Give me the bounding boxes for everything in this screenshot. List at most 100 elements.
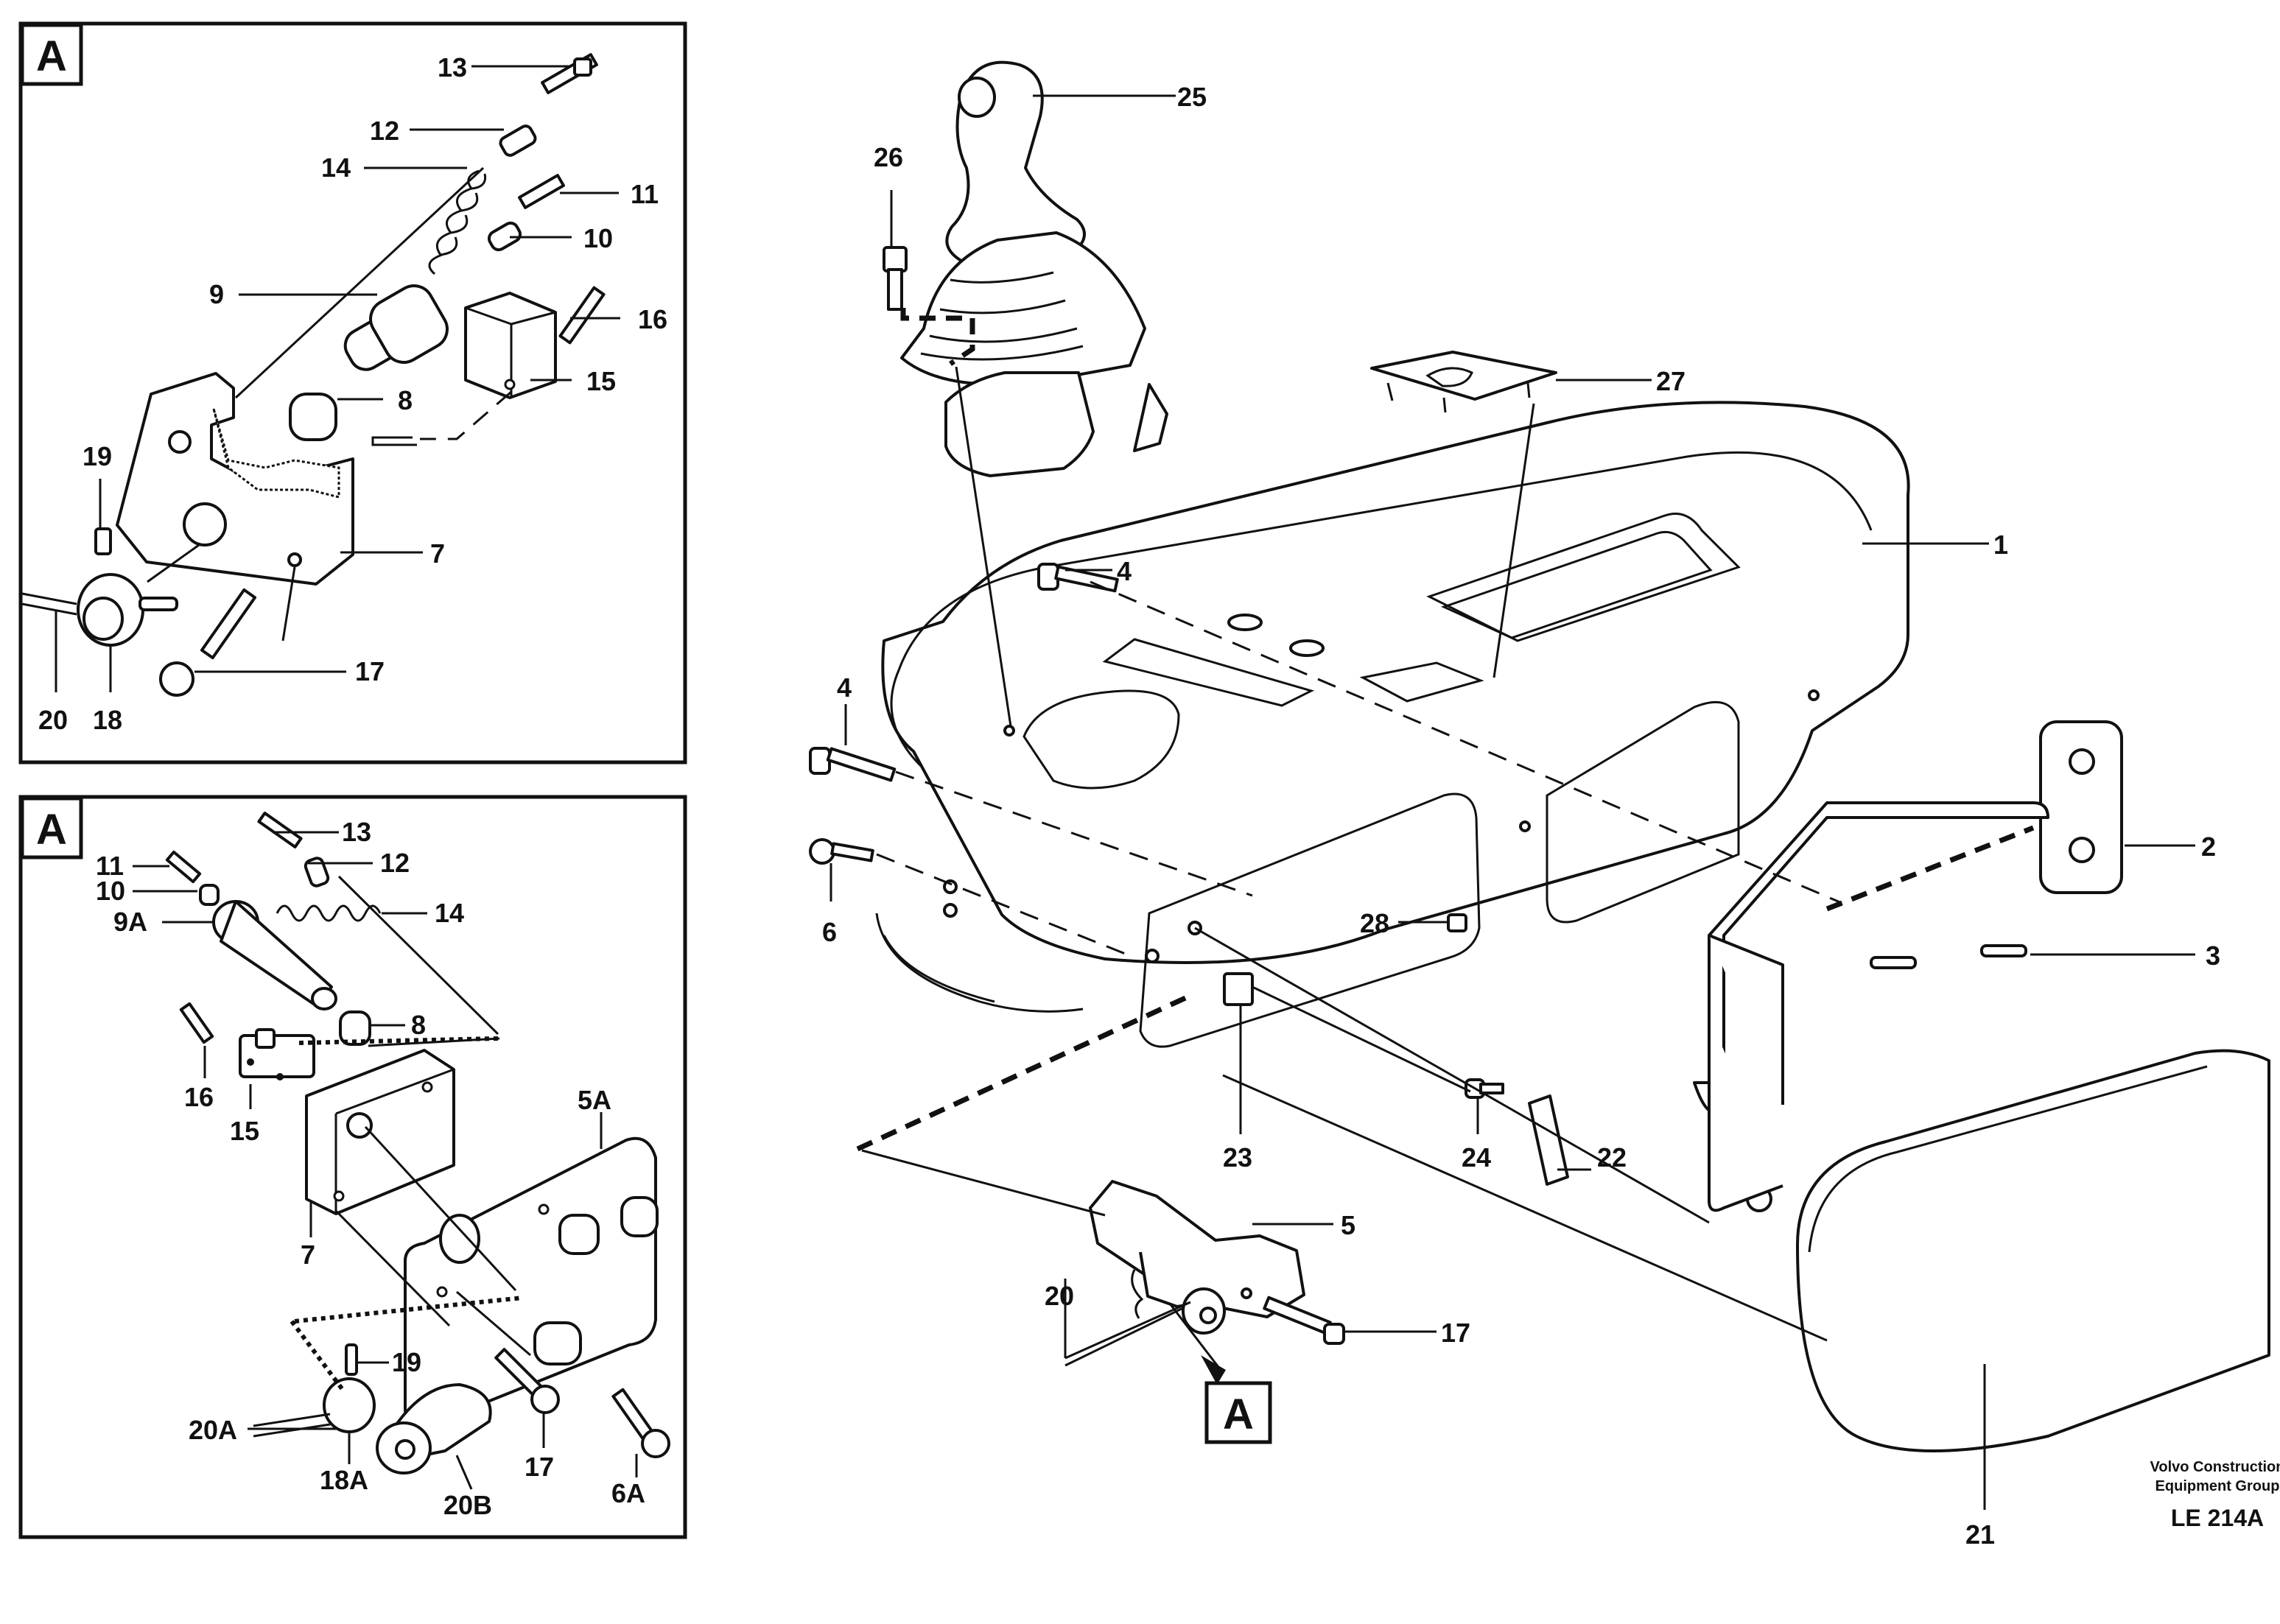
screw-6: [809, 838, 874, 865]
bracket-3: [1693, 801, 2049, 1212]
callout-20A: 20A: [189, 1415, 237, 1445]
callout-17: 17: [1441, 1318, 1470, 1348]
callout-3: 3: [2206, 941, 2220, 971]
shaft-9A: [212, 900, 337, 1010]
callout-20: 20: [38, 705, 68, 735]
callout-9: 9: [209, 279, 224, 309]
callout-28: 28: [1360, 908, 1389, 938]
callout-20B: 20B: [443, 1490, 492, 1520]
switch-15: [464, 292, 557, 399]
rod-20: [21, 592, 77, 605]
bushing: [533, 1321, 582, 1365]
callout-10: 10: [96, 876, 125, 906]
set-screw-19: [345, 1343, 358, 1376]
screw-16: [179, 1002, 214, 1044]
callout-14: 14: [321, 152, 351, 183]
spring-14: [428, 169, 487, 275]
console-1: [875, 401, 1910, 1048]
screw-11: [518, 174, 565, 209]
callout-13: 13: [342, 817, 371, 847]
callout-19: 19: [83, 441, 112, 471]
detail-panel-bottom: A: [18, 795, 687, 1539]
washer-10: [199, 884, 220, 906]
callout-13: 13: [438, 52, 467, 82]
callout-18A: 18A: [320, 1465, 368, 1495]
callout-5: 5: [1341, 1210, 1355, 1240]
callout-27: 27: [1656, 366, 1686, 396]
footer: Volvo Construction Equipment Group LE 21…: [2150, 1459, 2280, 1531]
callout-2: 2: [2201, 832, 2216, 862]
plate-7: [305, 1049, 455, 1215]
cam-20B: [376, 1383, 492, 1474]
washer-10: [487, 221, 522, 252]
company-name-line-2: Equipment Group: [2156, 1478, 2280, 1494]
callout-19: 19: [392, 1347, 421, 1377]
callout-22: 22: [1597, 1142, 1627, 1173]
bolt-26: [883, 246, 908, 311]
cover-plate-27: [1370, 351, 1557, 413]
callout-6A: 6A: [611, 1478, 645, 1508]
bushing-8: [339, 1010, 371, 1046]
seat-21: [1796, 1049, 2270, 1452]
drawing-code: LE 214A: [2171, 1505, 2264, 1531]
screw-11: [165, 850, 202, 884]
panel-letter-box: [20, 796, 83, 860]
callout-11: 11: [631, 179, 659, 209]
bushing-8: [289, 393, 337, 441]
set-screw-19: [94, 527, 112, 555]
callout-4-lower: 4: [837, 672, 852, 703]
screw-17: [159, 588, 257, 697]
collar-18A: [253, 1377, 376, 1438]
callout-24: 24: [1462, 1142, 1491, 1173]
callout-18: 18: [93, 705, 122, 735]
knob-9: [343, 284, 449, 371]
detail-reference-letter: A: [1223, 1391, 1254, 1438]
spring-14: [276, 904, 382, 922]
callout-20: 20: [1045, 1281, 1074, 1311]
callout-11: 11: [96, 851, 124, 881]
plate-2: [2039, 720, 2123, 894]
callout-21: 21: [1965, 1519, 1995, 1550]
nut-23: [1223, 972, 1254, 1006]
callout-25: 25: [1177, 82, 1207, 112]
callout-12: 12: [380, 848, 410, 878]
panel-letter: A: [36, 32, 67, 80]
screw-6A: [611, 1388, 670, 1458]
screw-28: [1447, 913, 1467, 932]
panel-letter: A: [36, 806, 67, 854]
bolt-4-lower: [809, 747, 897, 782]
callout-5A: 5A: [578, 1085, 611, 1115]
callout-8: 8: [398, 385, 413, 415]
company-name-line-1: Volvo Construction: [2150, 1459, 2280, 1475]
bolt-13: [541, 53, 598, 94]
callout-12: 12: [370, 116, 399, 146]
bushing-12: [499, 124, 537, 157]
screw-13: [257, 812, 303, 848]
detail-panel-top: A: [18, 21, 687, 764]
detail-reference-box: [1204, 1381, 1272, 1444]
callout-9A: 9A: [113, 907, 147, 937]
callout-7: 7: [301, 1240, 315, 1270]
screw-16: [558, 286, 606, 345]
bracket-5A: [404, 1136, 659, 1428]
callout-15: 15: [586, 366, 616, 396]
strap-22: [1528, 1094, 1569, 1186]
callout-4-upper: 4: [1117, 556, 1132, 586]
callout-6: 6: [822, 917, 837, 947]
screw-17: [494, 1348, 560, 1414]
callout-14: 14: [435, 898, 464, 928]
joystick-25: [900, 60, 1168, 477]
callout-15: 15: [230, 1116, 259, 1146]
callout-17: 17: [355, 656, 385, 686]
collar-18: [77, 573, 178, 647]
callout-10: 10: [583, 223, 613, 253]
bushing-12: [304, 857, 330, 887]
callout-23: 23: [1223, 1142, 1252, 1173]
lever-5: [1089, 1180, 1305, 1335]
callout-8: 8: [411, 1010, 426, 1040]
bolt-4-upper: [1037, 563, 1119, 593]
microswitch-15: [239, 1028, 315, 1080]
callout-17: 17: [525, 1452, 554, 1482]
callout-16: 16: [184, 1082, 214, 1112]
